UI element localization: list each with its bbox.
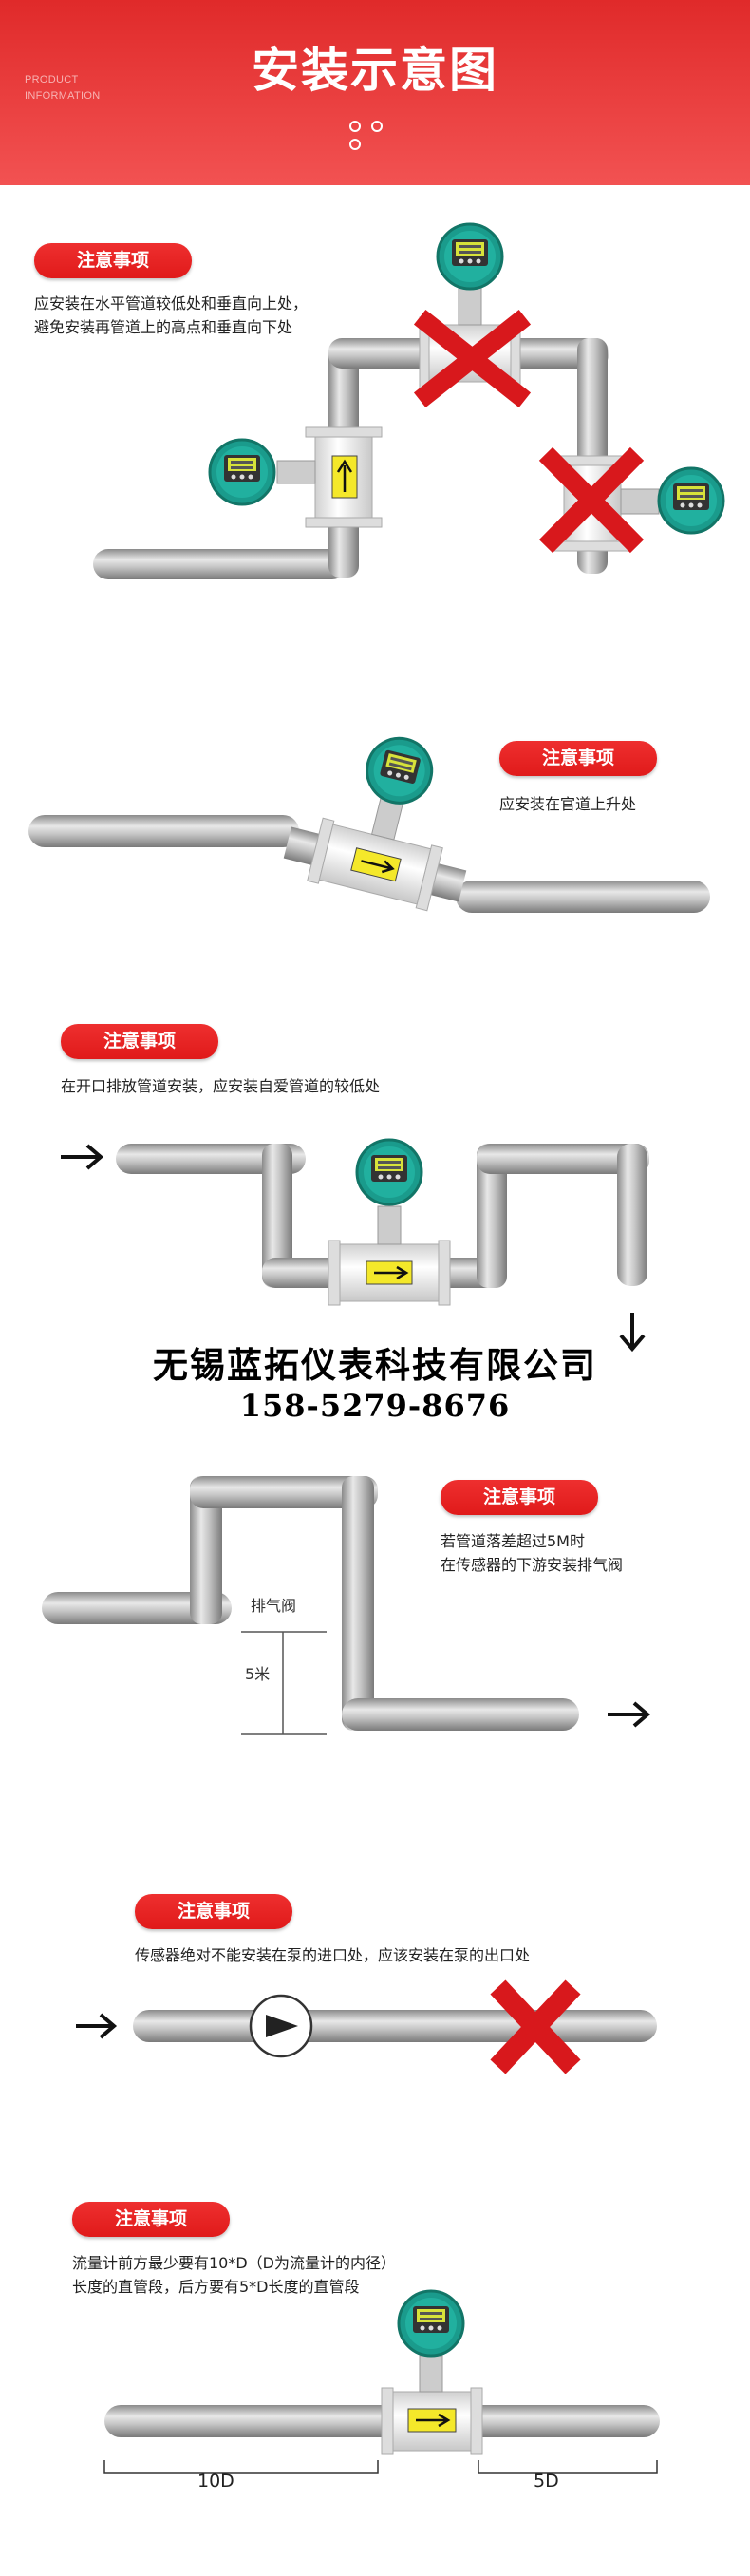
drop-height-label: 5米 [245, 1665, 271, 1683]
notice-badge: 注意事项 [34, 243, 192, 278]
notice-badge: 注意事项 [441, 1480, 598, 1515]
upstream-length-label: 10D [197, 2471, 234, 2491]
vent-valve-label: 排气阀 [251, 1597, 297, 1615]
notice-line: 在传感器的下游安装排气阀 [441, 1556, 624, 1574]
notice-text-3: 在开口排放管道安装，应安装自爱管道的较低处 [61, 1074, 380, 1098]
notice-line: 长度的直管段，后方要有5*D长度的直管段 [72, 2278, 360, 2296]
outlet-arrow-icon [619, 1313, 646, 1353]
notice-line: 避免安装再管道上的高点和垂直向下处 [34, 318, 293, 336]
company-name: 无锡蓝拓仪表科技有限公司 [153, 1344, 597, 1386]
notice-badge: 注意事项 [61, 1024, 218, 1059]
notice-text-5: 传感器绝对不能安装在泵的进口处，应该安装在泵的出口处 [135, 1943, 530, 1967]
outlet-arrow-icon [608, 1701, 651, 1728]
notice-badge: 注意事项 [499, 741, 657, 776]
downstream-length-label: 5D [534, 2471, 559, 2491]
notice-text-4: 若管道落差超过5M时 在传感器的下游安装排气阀 [441, 1529, 623, 1577]
notice-line: 传感器绝对不能安装在泵的进口处，应该安装在泵的出口处 [135, 1946, 531, 1964]
header-subtitle-line1: PRODUCT [25, 74, 79, 85]
pager-dot [349, 139, 361, 150]
pager-dots [349, 118, 406, 150]
pager-dot [371, 121, 383, 132]
notice-badge: 注意事项 [135, 1894, 292, 1929]
notice-text-2: 应安装在官道上升处 [499, 792, 636, 816]
page-title: 安装示意图 [252, 43, 498, 98]
pager-dot [349, 121, 361, 132]
notice-text-6: 流量计前方最少要有10*D（D为流量计的内径） 长度的直管段，后方要有5*D长度… [72, 2251, 396, 2299]
forbidden-x-icon [490, 1979, 581, 2074]
page-header: PRODUCT INFORMATION 安装示意图 [0, 0, 750, 185]
header-subtitle-line2: INFORMATION [25, 90, 101, 102]
notice-text-1: 应安装在水平管道较低处和垂直向上处， 避免安装再管道上的高点和垂直向下处 [34, 292, 308, 339]
notice-line: 若管道落差超过5M时 [441, 1532, 585, 1550]
notice-line: 应安装在水平管道较低处和垂直向上处， [34, 294, 309, 313]
company-phone: 158-5279-8676 [239, 1388, 511, 1424]
pump-icon [249, 1994, 313, 2058]
notice-badge: 注意事项 [72, 2202, 230, 2237]
header-subtitle: PRODUCT INFORMATION [25, 72, 100, 104]
notice-line: 流量计前方最少要有10*D（D为流量计的内径） [72, 2254, 397, 2272]
inlet-arrow-icon [76, 2013, 118, 2039]
notice-line: 在开口排放管道安装，应安装自爱管道的较低处 [61, 1077, 381, 1095]
inlet-arrow-icon [61, 1144, 104, 1170]
notice-line: 应安装在官道上升处 [499, 795, 637, 813]
